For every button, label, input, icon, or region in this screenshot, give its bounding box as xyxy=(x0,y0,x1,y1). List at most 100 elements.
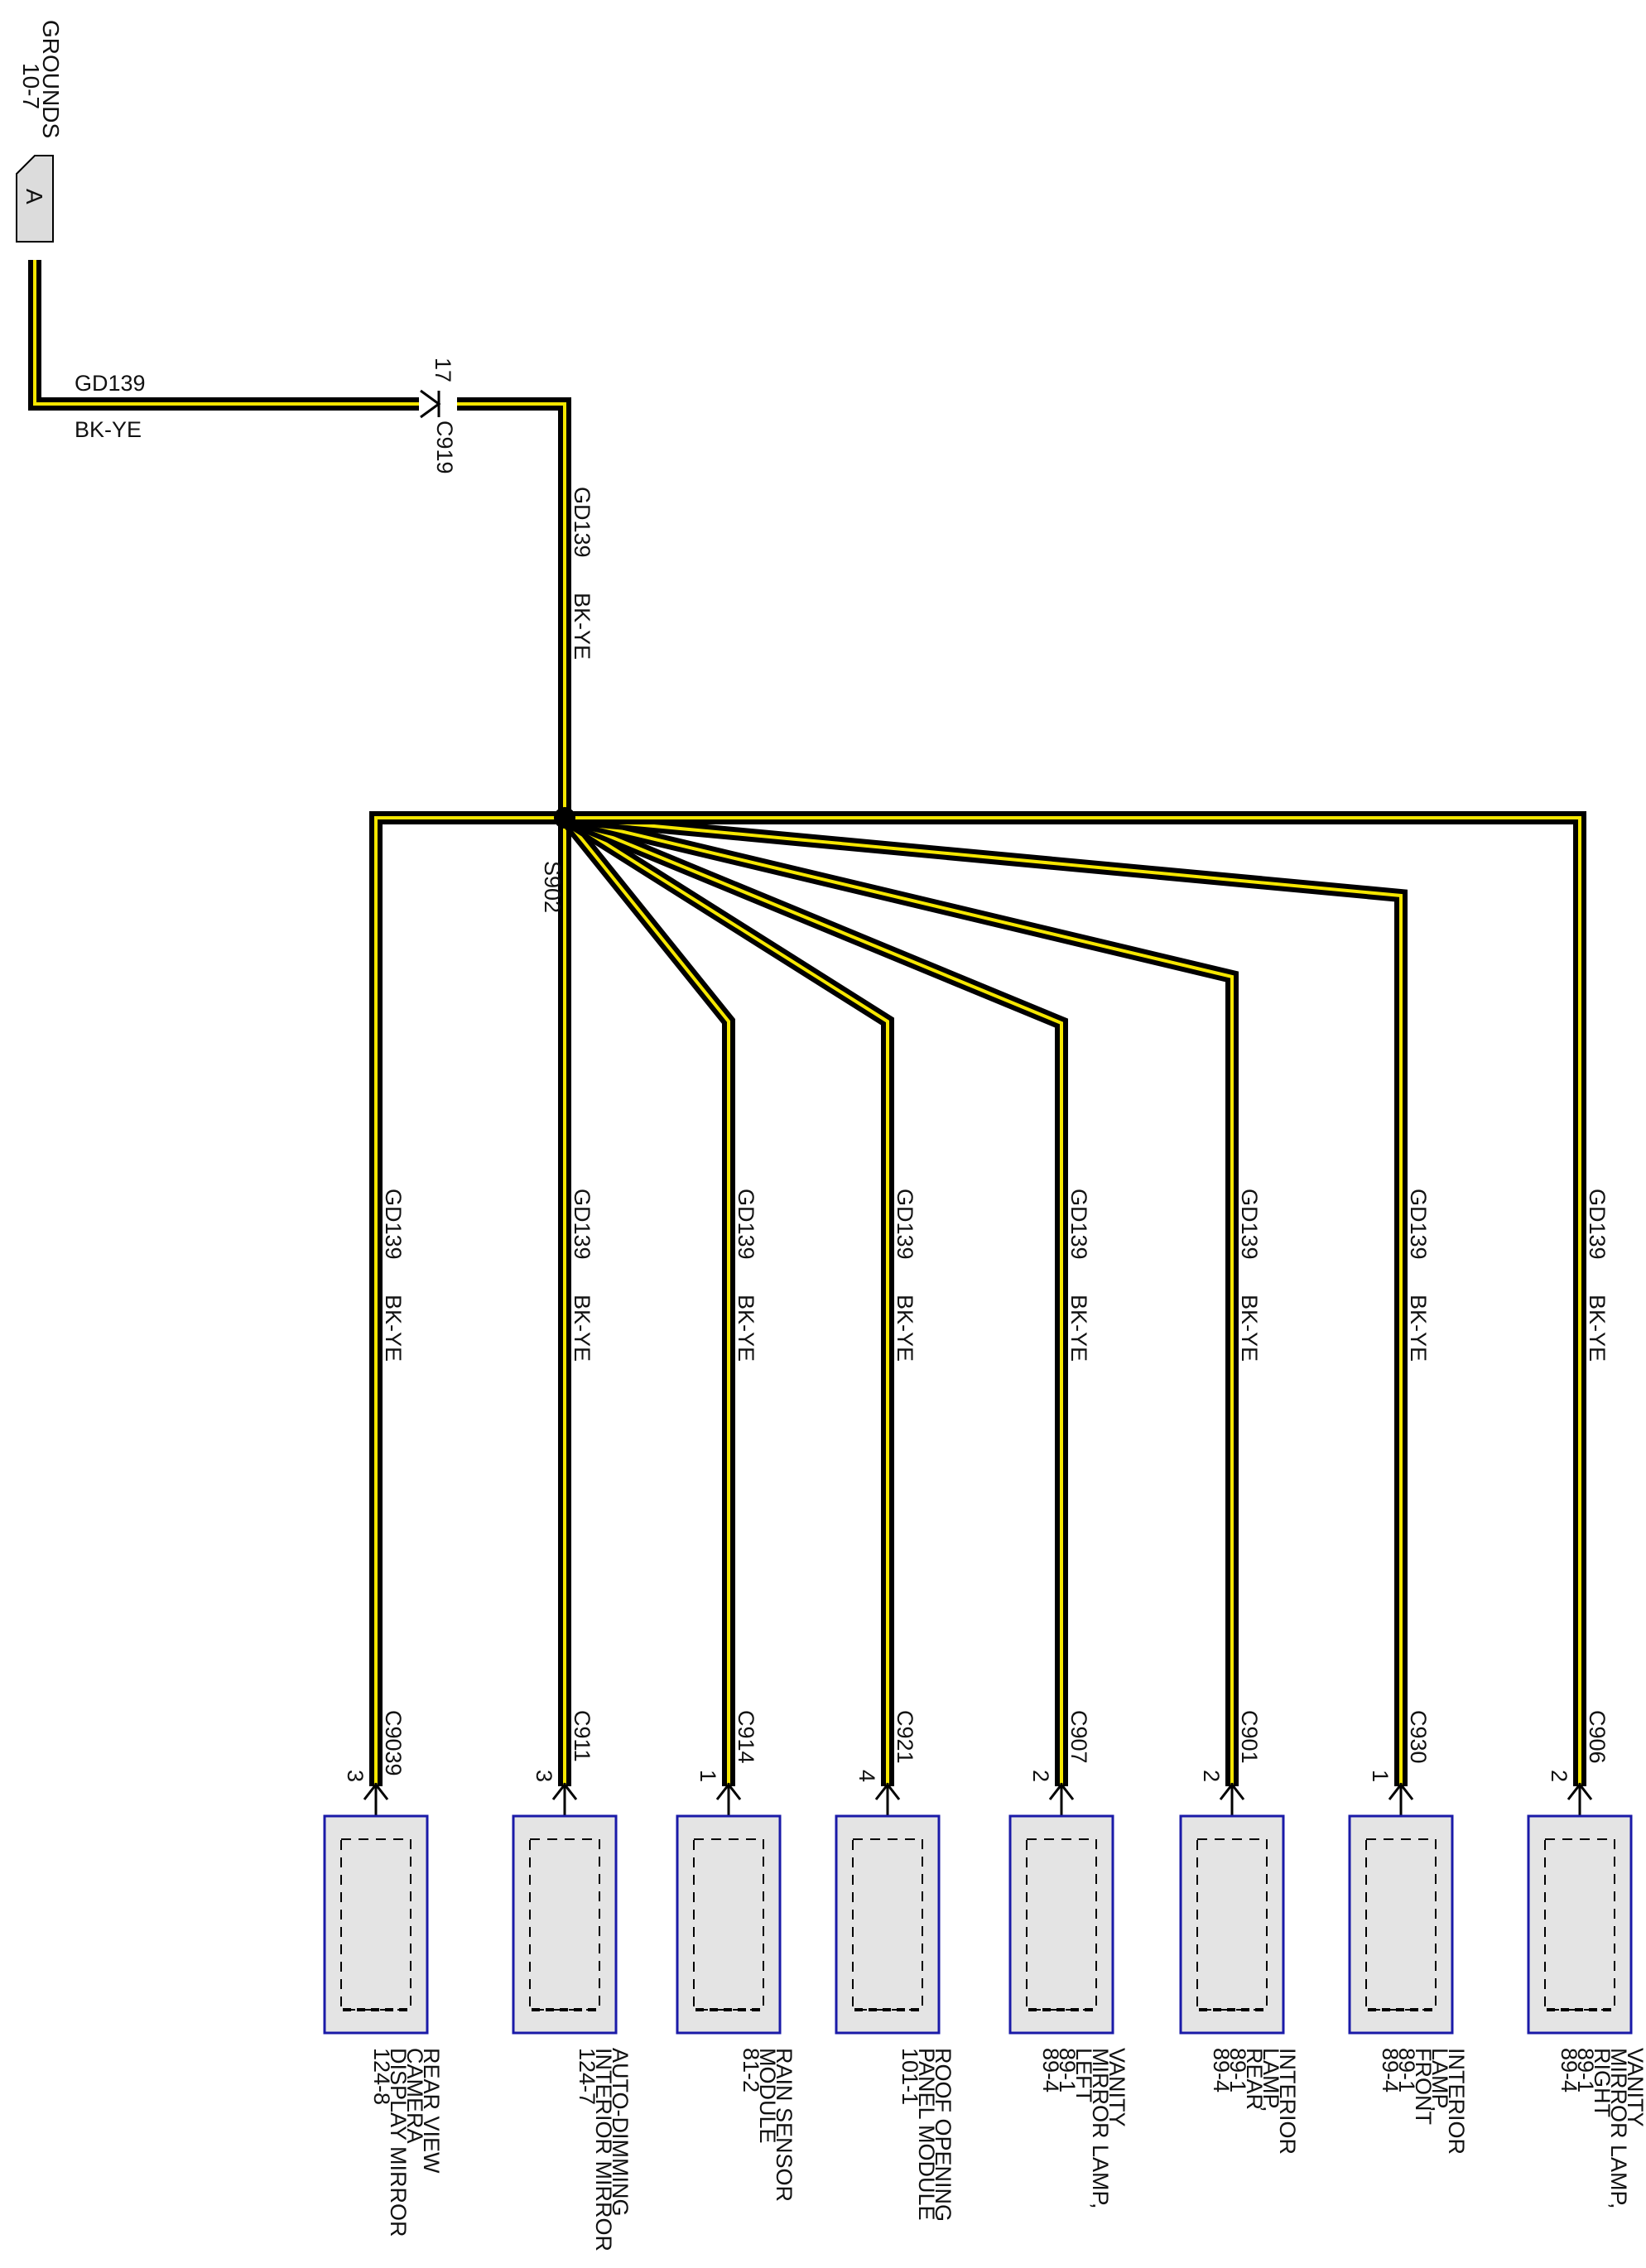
component-label-line: 124-8 xyxy=(369,2048,394,2105)
component-inner-outline xyxy=(1365,1838,1437,2011)
branch-color-label: BK-YE xyxy=(1237,1295,1262,1362)
splice-name: S902 xyxy=(540,861,565,913)
branch-wire-c914[interactable] xyxy=(559,813,735,1786)
wire-stripe xyxy=(564,816,1063,1786)
component-inner-outline xyxy=(1026,1838,1097,2011)
branch-pin-number: 2 xyxy=(1028,1770,1053,1782)
component-label-line: MODULE xyxy=(755,2048,780,2144)
component-label-line: REAR xyxy=(1242,2048,1267,2110)
branch-pin-number: 2 xyxy=(1199,1770,1224,1782)
branch-wire-c906[interactable] xyxy=(565,811,1586,1786)
component-label-line: AUTO-DIMMING xyxy=(608,2048,633,2217)
branch-connector-name: C930 xyxy=(1406,1710,1431,1764)
branch-circuit-label: GD139 xyxy=(1585,1189,1610,1260)
vertical-wire-color: BK-YE xyxy=(570,593,594,660)
ground-reference[interactable]: GROUNDS 10-7 A xyxy=(16,20,64,243)
branch-connector-name: C907 xyxy=(1066,1710,1091,1764)
component-inner-outline xyxy=(1196,1838,1268,2011)
branch-wire-c9039[interactable] xyxy=(369,811,565,1786)
branch-connector-name: C914 xyxy=(734,1710,758,1764)
component-label-line: RIGHT xyxy=(1590,2048,1615,2117)
branch-wire-c907[interactable] xyxy=(561,811,1068,1786)
branch-color-label: BK-YE xyxy=(570,1295,594,1362)
component-box xyxy=(323,1814,429,2035)
component-label-line: PANEL MODULE xyxy=(914,2048,939,2221)
branch-connector-name: C911 xyxy=(570,1710,594,1762)
component-label-line: INTERIOR xyxy=(1275,2048,1300,2155)
wire-c919-to-splice[interactable] xyxy=(457,397,571,816)
component-label-line: MIRROR LAMP, xyxy=(1606,2048,1631,2209)
component-label-line: VANITY xyxy=(1105,2048,1129,2127)
c919-pin-number: 17 xyxy=(431,358,455,382)
branch-circuit-label: GD139 xyxy=(734,1189,758,1260)
branch-wire-c921[interactable] xyxy=(561,812,894,1786)
branch-color-label: BK-YE xyxy=(1585,1295,1610,1362)
branch-pin-number: 1 xyxy=(1368,1770,1393,1782)
component-inner-outline xyxy=(340,1838,412,2011)
wire-stripe xyxy=(563,816,730,1786)
branch-circuit-label: GD139 xyxy=(1066,1189,1091,1260)
component-label-line: 124-7 xyxy=(575,2048,599,2105)
branch-pin-number: 1 xyxy=(695,1770,720,1782)
component-inner-outline xyxy=(693,1838,764,2011)
wire-ground-to-c919[interactable] xyxy=(28,260,419,411)
branch-wires xyxy=(369,811,1586,1786)
branch-wire-c901[interactable] xyxy=(563,811,1239,1786)
branch-color-label: BK-YE xyxy=(1406,1295,1431,1362)
component-label-line: VANITY xyxy=(1623,2048,1646,2127)
branch-connector-name: C906 xyxy=(1585,1710,1610,1764)
ground-page-ref: 10-7 xyxy=(18,63,44,109)
branch-pin-number: 3 xyxy=(343,1770,368,1782)
c919-connector-symbol xyxy=(420,389,441,419)
component-box xyxy=(1527,1814,1633,2035)
component-label-line: REAR VIEW xyxy=(419,2048,444,2174)
inline-connector-c919[interactable]: 17 C919 xyxy=(420,358,457,474)
branch-circuit-label: GD139 xyxy=(893,1189,917,1260)
component-label-line: 89-1 xyxy=(1055,2048,1080,2093)
wire-stripe xyxy=(374,816,565,1786)
component-label-line: LAMP, xyxy=(1259,2048,1283,2112)
component-label-line: RAIN SENSOR xyxy=(772,2048,797,2202)
branch-circuit-label: GD139 xyxy=(1406,1189,1431,1260)
wire-stripe xyxy=(564,816,1403,1786)
component-label-line: CAMERA xyxy=(402,2048,427,2144)
component-label-line: INTERIOR MIRROR xyxy=(591,2048,616,2251)
branch-color-label: BK-YE xyxy=(381,1295,406,1362)
component-label-line: 89-4 xyxy=(1378,2048,1403,2093)
branch-circuit-label: GD139 xyxy=(1237,1189,1262,1260)
branch-pin-number: 3 xyxy=(532,1770,556,1782)
branch-color-label: BK-YE xyxy=(893,1295,917,1362)
component-label-line: 101-1 xyxy=(898,2048,922,2105)
component-label-line: 89-1 xyxy=(1225,2048,1250,2093)
component-label-line: DISPLAY MIRROR xyxy=(386,2048,411,2237)
component-label-line: FRONT xyxy=(1411,2048,1436,2125)
branch-connector-name: C9039 xyxy=(381,1710,406,1776)
component-label-line: 89-4 xyxy=(1557,2048,1581,2093)
wire-stripe xyxy=(563,816,889,1786)
branch-circuit-label: GD139 xyxy=(570,1189,594,1260)
component-inner-outline xyxy=(529,1838,600,2011)
component-inner-outline xyxy=(1544,1838,1615,2011)
branch-color-label: BK-YE xyxy=(734,1295,758,1362)
branch-wire-c930[interactable] xyxy=(564,811,1408,1786)
component-label-line: 89-1 xyxy=(1394,2048,1419,2093)
component-label-line: LAMP, xyxy=(1427,2048,1452,2112)
vertical-wire-circuit: GD139 xyxy=(570,487,594,558)
component-label-line: MIRROR LAMP, xyxy=(1088,2048,1113,2209)
component-box xyxy=(1348,1814,1454,2035)
c919-connector-name: C919 xyxy=(432,420,457,474)
branch-connector-name: C901 xyxy=(1237,1710,1262,1764)
component-label-line: 89-4 xyxy=(1038,2048,1063,2093)
splice-s902[interactable] xyxy=(554,807,575,829)
component-box xyxy=(1179,1814,1285,2035)
